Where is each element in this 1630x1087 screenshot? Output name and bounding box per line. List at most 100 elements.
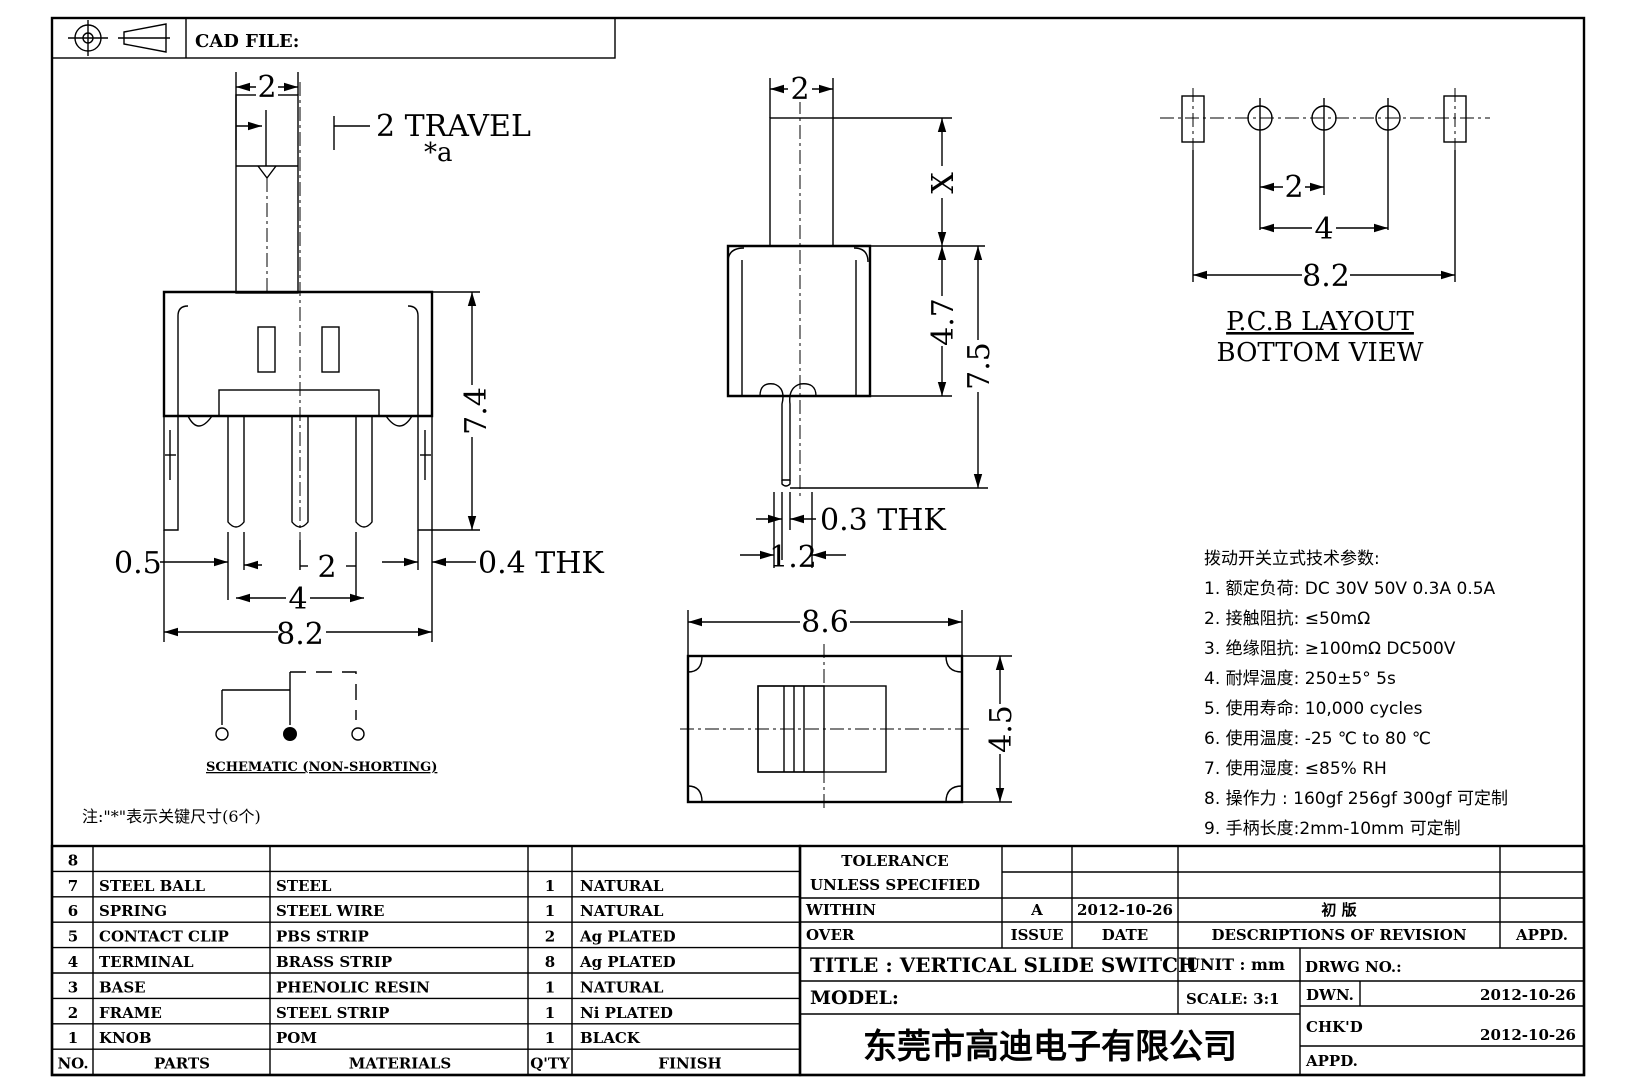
pcb-subtitle: BOTTOM VIEW bbox=[1216, 338, 1423, 368]
cad-file-label: CAD FILE: bbox=[195, 31, 299, 52]
bom-header-finish: FINISH bbox=[658, 1055, 721, 1073]
pin-pitch-dim: 2 bbox=[317, 550, 336, 585]
bom-cell-finish: NATURAL bbox=[580, 902, 664, 920]
bom-cell-part: TERMINAL bbox=[99, 953, 194, 971]
bom-cell-finish: BLACK bbox=[580, 1029, 641, 1047]
drawing-title: TITLE : VERTICAL SLIDE SWITCH bbox=[810, 953, 1197, 977]
pcb-span-dim: 4 bbox=[1314, 212, 1333, 247]
spec-item: 5. 使用寿命: 10,000 cycles bbox=[1204, 698, 1423, 719]
side-view-dimensions: 2 X 4.7 7.5 0.3 THK 1.2 bbox=[740, 72, 997, 575]
bom-cell-finish: Ag PLATED bbox=[579, 928, 676, 946]
spec-item: 4. 耐焊温度: 250±5° 5s bbox=[1204, 669, 1396, 689]
issue-label: ISSUE bbox=[1011, 926, 1064, 944]
spec-heading: 拨动开关立式技术参数: bbox=[1204, 549, 1380, 569]
drawn-date: 2012-10-26 bbox=[1480, 986, 1576, 1004]
bom-cell-no: 5 bbox=[68, 928, 78, 946]
appd-label: APPD. bbox=[1515, 926, 1568, 944]
bom-cell-qty: 1 bbox=[545, 1004, 555, 1022]
title-block: TOLERANCE UNLESS SPECIFIED WITHIN OVER A… bbox=[798, 844, 1586, 1077]
bom-cell-no: 1 bbox=[68, 1029, 78, 1047]
spec-item: 9. 手柄长度:2mm-10mm 可定制 bbox=[1204, 819, 1461, 839]
bom-cell-material: BRASS STRIP bbox=[276, 953, 392, 971]
top-depth-dim: 4.5 bbox=[984, 705, 1019, 753]
side-view bbox=[726, 100, 872, 500]
bom-cell-part: SPRING bbox=[99, 902, 167, 920]
frame-thk-dim: 0.4 THK bbox=[478, 546, 604, 581]
spec-item: 3. 绝缘阻抗: ≥100mΩ DC500V bbox=[1204, 639, 1456, 659]
date-label: DATE bbox=[1102, 926, 1148, 944]
over-label: OVER bbox=[806, 926, 855, 944]
bom-row: 8 bbox=[68, 851, 78, 869]
bom-cell-qty: 1 bbox=[545, 1029, 555, 1047]
edge-dim: 0.5 bbox=[114, 546, 162, 581]
tolerance-label: TOLERANCE bbox=[841, 852, 948, 870]
bom-cell-material: STEEL bbox=[276, 877, 332, 895]
unless-specified-label: UNLESS SPECIFIED bbox=[810, 876, 980, 894]
bom-row: 3 BASE PHENOLIC RESIN 1 NATURAL bbox=[68, 978, 664, 996]
revision-date: 2012-10-26 bbox=[1077, 901, 1173, 919]
within-label: WITHIN bbox=[805, 901, 876, 919]
schematic-label: SCHEMATIC (NON-SHORTING) bbox=[206, 760, 437, 775]
revision-description: 初 版 bbox=[1321, 901, 1356, 919]
scale-label: SCALE: 3:1 bbox=[1186, 990, 1280, 1008]
bom-cell-material: PBS STRIP bbox=[276, 928, 369, 946]
bom-cell-qty: 1 bbox=[545, 902, 555, 920]
unit-label: UNIT : mm bbox=[1186, 955, 1285, 974]
bom-cell-material: PHENOLIC RESIN bbox=[276, 978, 430, 996]
bom-cell-qty: 8 bbox=[545, 953, 555, 971]
front-view-dimensions: 2 2 TRAVEL *a 7.4 0.5 2 0.4 THK 4 8.2 bbox=[114, 70, 604, 652]
bom-cell-no: 8 bbox=[68, 851, 78, 869]
model-label: MODEL: bbox=[810, 987, 899, 1009]
bom-header-no: NO. bbox=[57, 1055, 88, 1073]
travel-width-dim: 2 bbox=[257, 70, 276, 105]
revision-letter: A bbox=[1030, 901, 1043, 919]
height-dim: 7.4 bbox=[459, 387, 494, 435]
header-box: CAD FILE: bbox=[51, 17, 616, 59]
bom-cell-no: 7 bbox=[68, 877, 78, 895]
bom-cell-part: CONTACT CLIP bbox=[99, 928, 229, 946]
bom-cell-finish: NATURAL bbox=[580, 877, 664, 895]
pin-span-dim: 4 bbox=[288, 582, 307, 617]
top-width-dim: 8.6 bbox=[801, 605, 849, 640]
body-height-dim: 4.7 bbox=[926, 298, 961, 346]
spec-item: 1. 额定负荷: DC 30V 50V 0.3A 0.5A bbox=[1204, 579, 1496, 599]
bom-header-parts: PARTS bbox=[154, 1055, 210, 1073]
front-view bbox=[162, 82, 434, 540]
travel-note: *a bbox=[424, 138, 453, 168]
frame-width-dim: 8.2 bbox=[276, 617, 324, 652]
bom-cell-qty: 2 bbox=[545, 928, 555, 946]
bom-cell-finish: Ni PLATED bbox=[580, 1004, 673, 1022]
spec-list: 拨动开关立式技术参数: 1. 额定负荷: DC 30V 50V 0.3A 0.5… bbox=[1204, 549, 1508, 839]
pcb-title: P.C.B LAYOUT bbox=[1226, 307, 1414, 337]
bom-cell-material: POM bbox=[276, 1029, 317, 1047]
bom-cell-part: STEEL BALL bbox=[99, 877, 205, 895]
bom-cell-qty: 1 bbox=[545, 978, 555, 996]
knob-width-dim: 2 bbox=[790, 72, 809, 107]
bom-header-materials: MATERIALS bbox=[349, 1055, 452, 1073]
top-view bbox=[680, 644, 970, 812]
pin-thk-dim: 0.3 THK bbox=[820, 503, 946, 538]
bom-cell-no: 2 bbox=[68, 1004, 78, 1022]
bom-header-qty: Q'TY bbox=[530, 1055, 570, 1073]
spec-item: 8. 操作力 : 160gf 256gf 300gf 可定制 bbox=[1204, 789, 1508, 809]
bom-cell-part: KNOB bbox=[99, 1029, 152, 1047]
bom-header: NO. PARTS MATERIALS Q'TY FINISH bbox=[57, 1055, 721, 1073]
spec-item: 7. 使用湿度: ≤85% RH bbox=[1204, 758, 1387, 779]
bom-cell-no: 4 bbox=[68, 953, 78, 971]
drawn-label: DWN. bbox=[1306, 986, 1354, 1004]
schematic: SCHEMATIC (NON-SHORTING) bbox=[206, 671, 437, 775]
bom-cell-part: BASE bbox=[99, 978, 146, 996]
bom-cell-no: 3 bbox=[68, 978, 78, 996]
drawing-number-label: DRWG NO.: bbox=[1305, 958, 1402, 976]
bom-cell-finish: NATURAL bbox=[580, 978, 664, 996]
descriptions-label: DESCRIPTIONS OF REVISION bbox=[1211, 926, 1466, 944]
bom-cell-part: FRAME bbox=[99, 1004, 162, 1022]
travel-label: 2 TRAVEL bbox=[376, 109, 531, 144]
checked-label: CHK'D bbox=[1306, 1018, 1363, 1036]
